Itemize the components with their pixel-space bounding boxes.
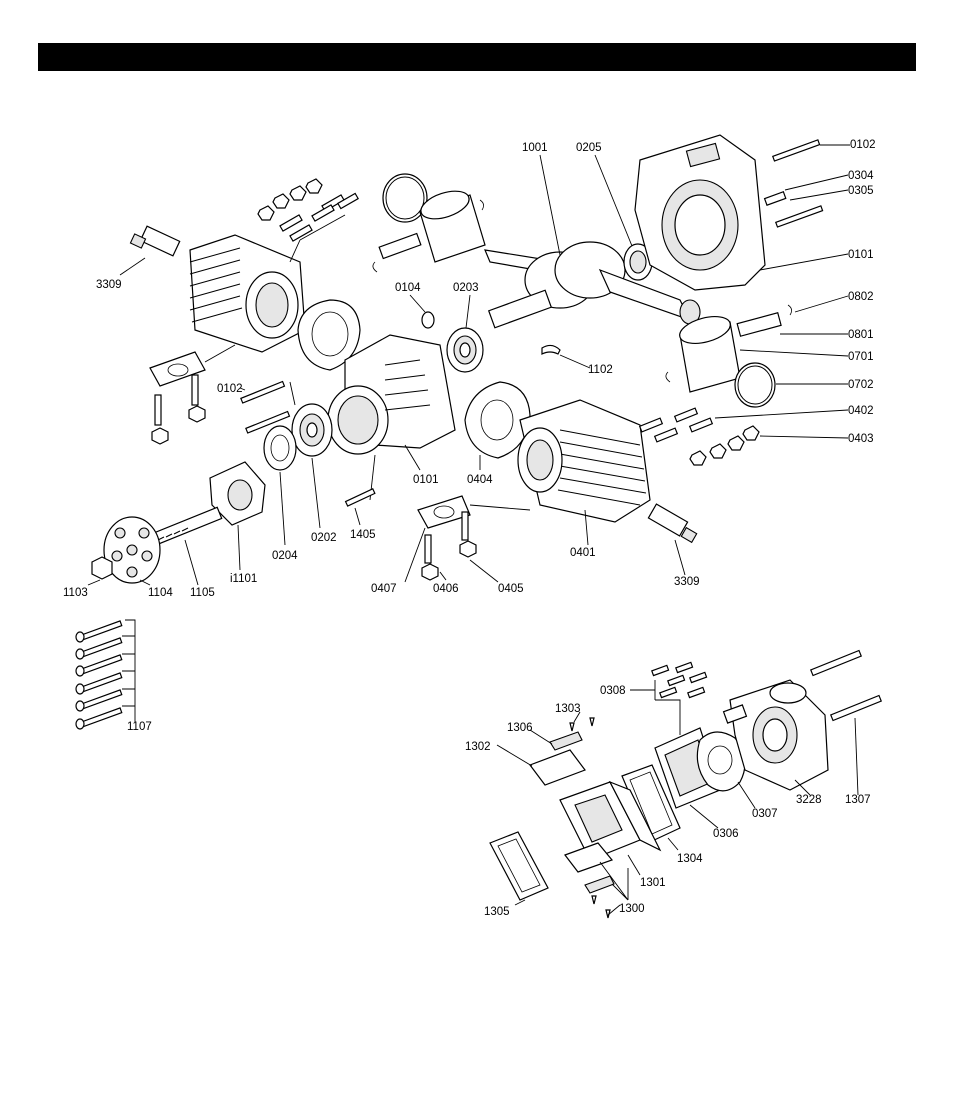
bushing-0104 <box>422 312 434 328</box>
screw-1303-b <box>590 718 594 726</box>
part-label-0403: 0403 <box>848 433 874 445</box>
part-label-1304: 1304 <box>677 853 703 865</box>
part-label-0404: 0404 <box>467 474 493 486</box>
bolt-crankcase-right <box>776 206 823 227</box>
woodruff-key <box>542 345 560 354</box>
part-label-1300: 1300 <box>619 903 645 915</box>
bolt-0102-center-1 <box>241 382 285 403</box>
part-label-1107: 1107 <box>127 721 152 733</box>
spark-plug-right <box>648 504 696 542</box>
part-label-3309-right: 3309 <box>674 576 700 588</box>
part-label-1103: 1103 <box>63 587 88 599</box>
wrist-pin-0801 <box>737 313 781 336</box>
long-screw-1307-b <box>831 695 881 720</box>
part-label-1303: 1303 <box>555 703 581 715</box>
seal-0204 <box>264 426 296 470</box>
wrist-pin-upper <box>379 234 421 259</box>
part-label-0305: 0305 <box>848 185 874 197</box>
part-label-3309-left: 3309 <box>96 279 122 291</box>
circlip-b <box>480 200 484 210</box>
part-label-1104: 1104 <box>148 587 173 599</box>
reed-petal-1302 <box>530 750 585 785</box>
nut-left-2 <box>189 406 205 422</box>
part-label-1305: 1305 <box>484 906 510 918</box>
reed-stop-1306 <box>550 732 582 750</box>
nut-0406 <box>422 564 438 580</box>
part-label-0203: 0203 <box>453 282 479 294</box>
part-label-0102-left: 0102 <box>217 383 243 395</box>
nut-left-1 <box>152 428 168 444</box>
stud-left-1 <box>155 395 161 425</box>
left-cylinder <box>190 235 305 352</box>
part-label-0104: 0104 <box>395 282 421 294</box>
nuts-0403 <box>690 426 759 465</box>
gasket-1305 <box>490 832 548 900</box>
bolt-0102-right <box>773 140 820 161</box>
part-label-0402: 0402 <box>848 405 874 417</box>
part-label-1405: 1405 <box>350 529 376 541</box>
screws-0308 <box>652 662 707 697</box>
part-label-0401: 0401 <box>570 547 596 559</box>
part-label-0308: 0308 <box>600 685 626 697</box>
stud-0406 <box>425 535 431 563</box>
part-label-1001: 1001 <box>522 142 548 154</box>
studs-0402 <box>640 408 713 442</box>
piston-upper <box>418 186 485 262</box>
crankcase-right <box>635 135 765 290</box>
part-label-0802: 0802 <box>848 291 874 303</box>
part-label-0306: 0306 <box>713 828 739 840</box>
part-label-0407: 0407 <box>371 583 397 595</box>
spark-plug-left <box>130 226 179 256</box>
circlip-0802 <box>788 305 792 315</box>
part-label-0405: 0405 <box>498 583 524 595</box>
part-label-3228: 3228 <box>796 794 822 806</box>
shaft-1105 <box>152 507 221 544</box>
part-label-1105: 1105 <box>190 587 215 599</box>
part-label-1306: 1306 <box>507 722 533 734</box>
part-label-0701: 0701 <box>848 351 874 363</box>
part-label-0205: 0205 <box>576 142 602 154</box>
stud-left-2 <box>192 375 198 405</box>
part-label-0102-right: 0102 <box>850 139 876 151</box>
part-label-0101-right: 0101 <box>848 249 874 261</box>
bolt-set-1107 <box>76 621 122 729</box>
part-label-1302: 1302 <box>465 741 491 753</box>
nut-0405 <box>460 541 476 557</box>
stud-0405 <box>462 512 468 540</box>
piston-ring-0702 <box>735 363 775 407</box>
fitting-0304 <box>765 192 786 205</box>
part-label-1307: 1307 <box>845 794 871 806</box>
right-cylinder <box>518 400 650 522</box>
part-label-0202: 0202 <box>311 532 337 544</box>
part-label-0307: 0307 <box>752 808 778 820</box>
part-label-0304: 0304 <box>848 170 874 182</box>
part-label-0204: 0204 <box>272 550 298 562</box>
part-label-0702: 0702 <box>848 379 874 391</box>
part-label-0101-center: 0101 <box>413 474 439 486</box>
part-label-0406: 0406 <box>433 583 459 595</box>
circlip-a <box>373 262 377 272</box>
long-screw-1307-a <box>811 650 861 675</box>
part-label-i1101: i1101 <box>230 573 257 585</box>
screw-1303-a <box>570 723 574 731</box>
part-label-0801: 0801 <box>848 329 874 341</box>
part-label-1102: 1102 <box>588 364 613 376</box>
nut-1103 <box>92 557 112 579</box>
part-label-1301: 1301 <box>640 877 666 889</box>
cylinder-studs-top <box>258 179 358 241</box>
reed-stop-lower <box>585 876 614 893</box>
